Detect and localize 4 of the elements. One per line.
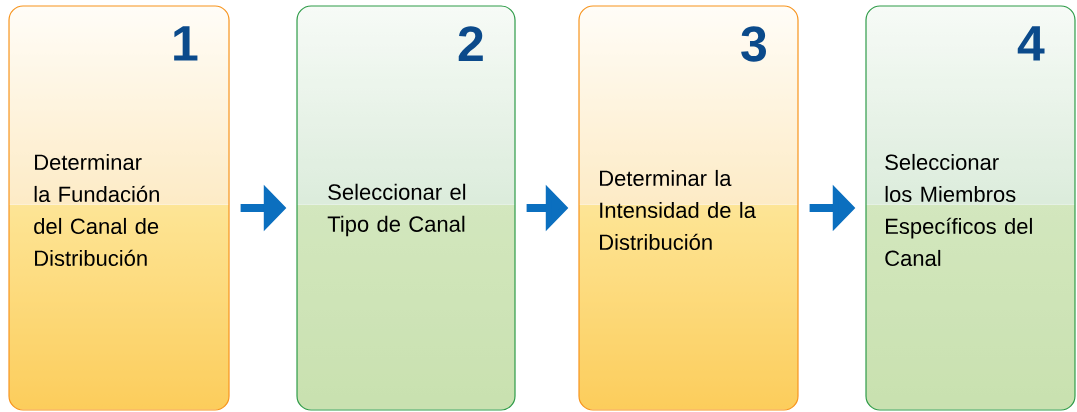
step-card: 1 Determinar la Fundación del Canal de Distribución	[8, 5, 230, 411]
step-card: 2 Seleccionar el Tipo de Canal	[296, 5, 516, 411]
step-card: 4 Seleccionar los Miembros Específicos del Canal	[865, 5, 1076, 411]
step-card: 3 Determinar la Intensidad de la Distribución	[578, 5, 799, 411]
